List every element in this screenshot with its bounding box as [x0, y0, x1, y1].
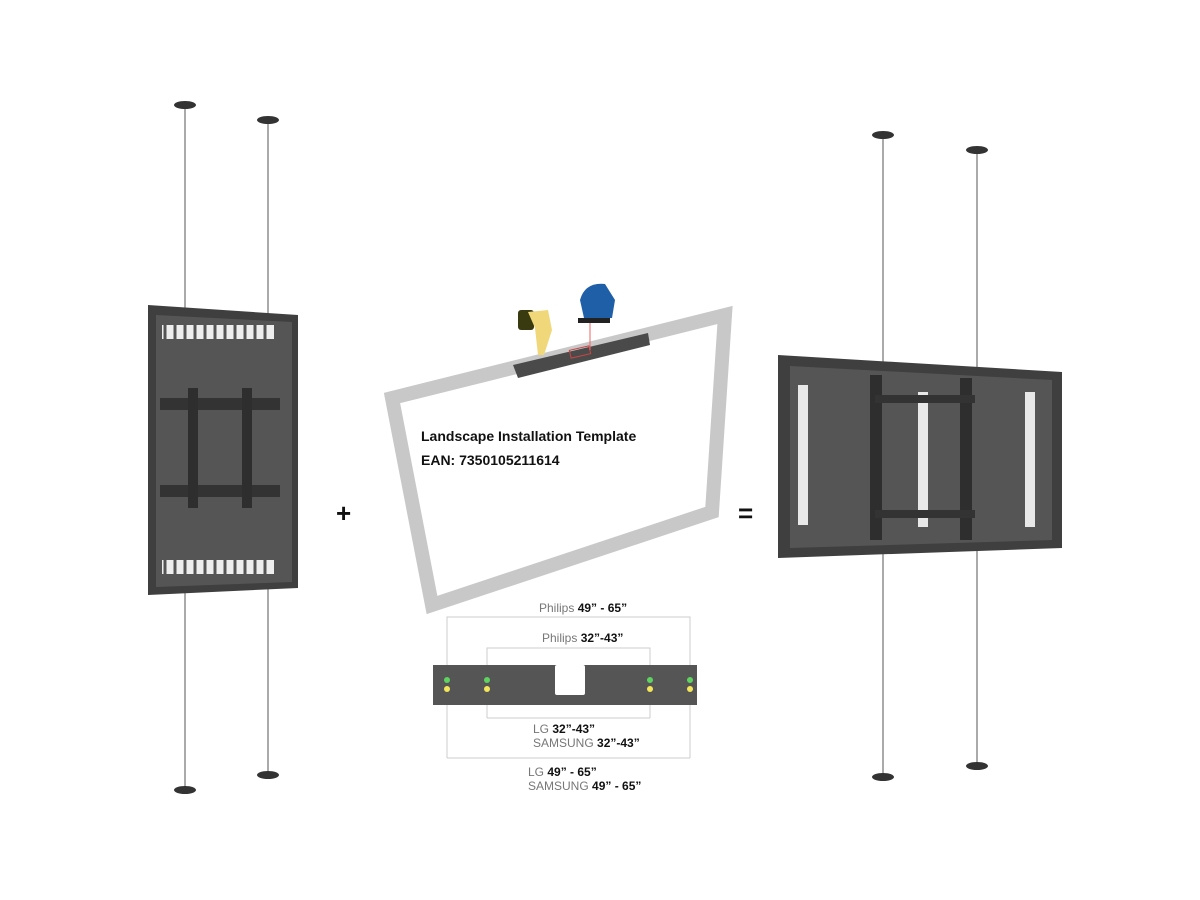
ceiling-mount	[966, 146, 988, 154]
template-ean: EAN: 7350105211614	[421, 452, 560, 468]
label-lg-large: LG 49” - 65”	[528, 765, 597, 779]
yellow-mount-holes	[444, 686, 693, 692]
jigsaw-icon	[578, 283, 615, 350]
equals-sign: =	[738, 498, 754, 528]
floor-mount	[174, 786, 196, 794]
floor-mount	[966, 762, 988, 770]
label-philips-large: Philips 49” - 65”	[539, 601, 628, 615]
cutout-notch	[555, 665, 585, 695]
label-samsung-small: SAMSUNG 32”-43”	[533, 736, 640, 750]
plate-hole-diagram	[433, 616, 697, 759]
template-title: Landscape Installation Template	[421, 428, 637, 444]
portrait-enclosure	[148, 101, 298, 794]
floor-mount	[257, 771, 279, 779]
label-philips-small: Philips 32”-43”	[542, 631, 624, 645]
landscape-enclosure	[778, 131, 1062, 781]
ceiling-mount	[174, 101, 196, 109]
ceiling-mount	[257, 116, 279, 124]
label-samsung-large: SAMSUNG 49” - 65”	[528, 779, 642, 793]
label-lg-small: LG 32”-43”	[533, 722, 596, 736]
plus-sign: +	[336, 498, 352, 528]
ceiling-mount	[872, 131, 894, 139]
floor-mount	[872, 773, 894, 781]
green-mount-holes	[444, 677, 693, 683]
installation-template-frame	[383, 283, 733, 615]
drill-icon	[518, 310, 552, 355]
